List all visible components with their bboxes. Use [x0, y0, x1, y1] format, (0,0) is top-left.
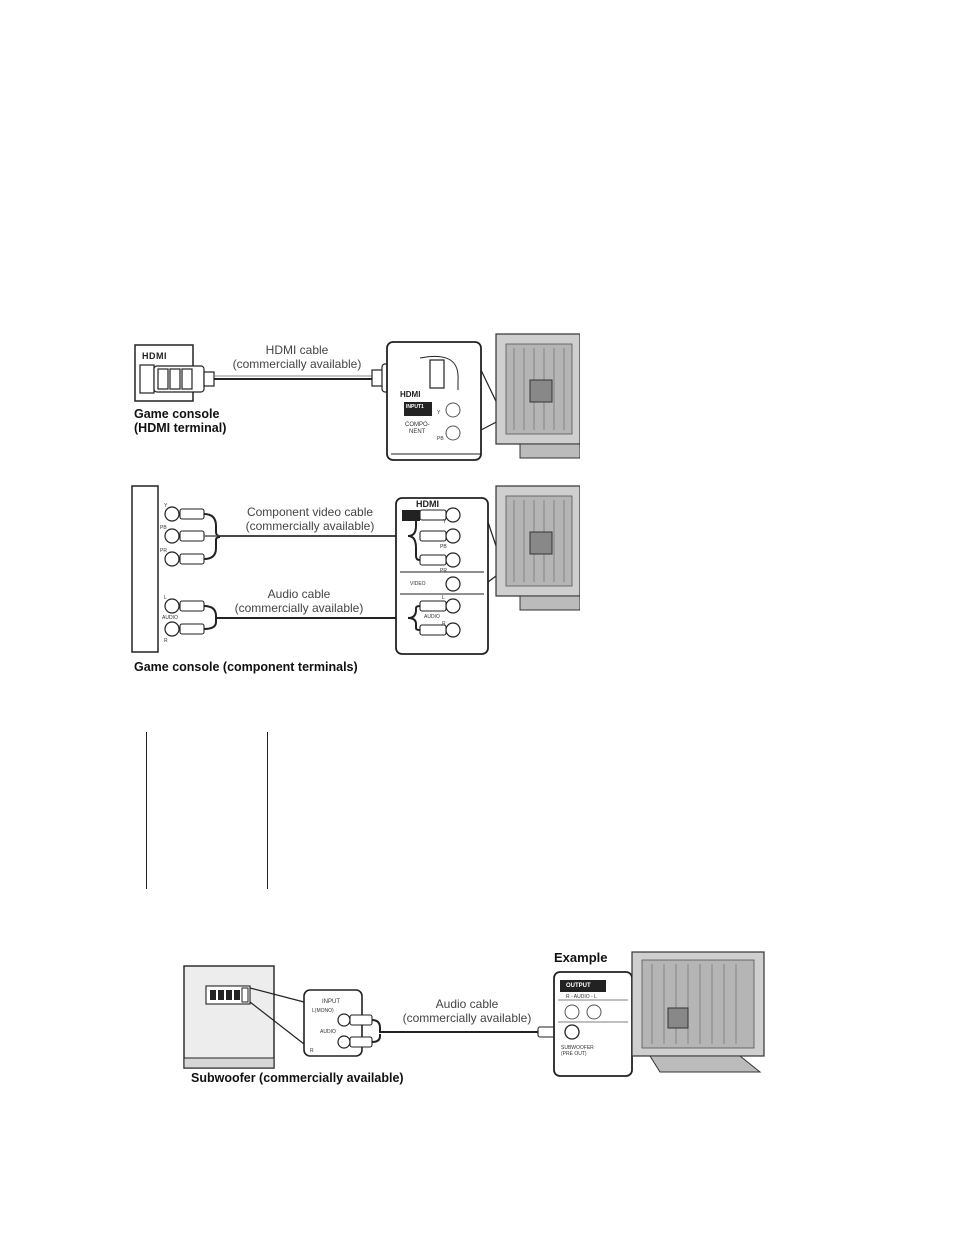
subwoofer-audio-cable-label: Audio cable (commercially available)	[392, 997, 542, 1025]
sub-lmono-label: L(MONO)	[312, 1008, 334, 1014]
console-jack-y: Y	[164, 503, 168, 509]
component-connection-diagram: Y PB PR L AUDIO R HDMI Y PB PR VIDEO L A…	[120, 482, 581, 662]
subwoofer-audio-cable-label-line1: Audio cable	[435, 997, 499, 1011]
tv-hdmi-logo: HDMI	[416, 499, 439, 509]
tv-subwoofer-label-2: (PRE OUT)	[561, 1051, 587, 1057]
subwoofer-audio-cable-label-line2: (commercially available)	[402, 1011, 532, 1025]
component-video-cable-label-line2: (commercially available)	[245, 519, 375, 533]
sub-r-label: R	[310, 1048, 314, 1054]
tv-component-label-2: NENT	[409, 429, 426, 435]
tv-jack-pr: PR	[440, 568, 447, 574]
tv-pb-label: PB	[437, 436, 444, 442]
tv-component-label-1: COMPO-	[405, 422, 430, 428]
tv-jack-l: L	[442, 595, 445, 601]
tv-output-label: OUTPUT	[566, 983, 591, 989]
game-console-hdmi-caption-line2: (HDMI terminal)	[134, 421, 227, 435]
tv-subwoofer-label-1: SUBWOOFER	[561, 1045, 594, 1051]
tv-jack-y: Y	[443, 519, 447, 525]
console-jack-audio: AUDIO	[162, 615, 178, 621]
console-jack-l: L	[164, 595, 167, 601]
console-jack-r: R	[164, 638, 168, 644]
table-left-rule	[146, 732, 147, 889]
game-console-hdmi-caption-line1: Game console	[134, 407, 220, 421]
component-video-cable-label-line1: Component video cable	[246, 505, 374, 519]
hdmi-cable-label: HDMI cable (commercially available)	[222, 343, 372, 371]
subwoofer-caption: Subwoofer (commercially available)	[191, 1071, 404, 1085]
console-jack-pr: PR	[160, 548, 167, 554]
tv-input1-label: INPUT1	[406, 404, 424, 410]
tv-audio-rl-label: R - AUDIO - L	[566, 994, 597, 1000]
tv-audio-label: AUDIO	[424, 614, 440, 620]
tv-jack-r: R	[442, 621, 446, 627]
table-right-rule	[267, 732, 268, 889]
hdmi-logo-console: HDMI	[142, 351, 167, 361]
sub-input-label: INPUT	[322, 999, 340, 1005]
subwoofer-connection-diagram: INPUT L(MONO) AUDIO R OUTPUT R - AUDIO -…	[180, 948, 770, 1086]
hdmi-logo-tv: HDMI	[400, 390, 421, 399]
tv-jack-pb: PB	[440, 544, 447, 550]
component-audio-cable-label-line1: Audio cable	[267, 587, 331, 601]
game-console-hdmi-caption: Game console (HDMI terminal)	[134, 407, 226, 435]
game-console-component-caption: Game console (component terminals)	[134, 660, 358, 674]
hdmi-diagram-graphic	[134, 333, 581, 461]
tv-video-label: VIDEO	[410, 581, 426, 587]
component-audio-cable-label: Audio cable (commercially available)	[224, 587, 374, 615]
example-label: Example	[554, 950, 608, 965]
hdmi-connection-diagram: HDMI HDMI INPUT1 Y COMPO- NENT PB	[120, 330, 581, 470]
subwoofer-diagram-graphic	[183, 951, 765, 1077]
hdmi-cable-label-line2: (commercially available)	[232, 357, 362, 371]
console-jack-pb: PB	[160, 525, 167, 531]
hdmi-cable-label-line1: HDMI cable	[265, 343, 329, 357]
sub-audio-label: AUDIO	[320, 1029, 336, 1035]
tv-y-label: Y	[437, 410, 441, 416]
component-audio-cable-label-line2: (commercially available)	[234, 601, 364, 615]
component-diagram-graphic	[131, 485, 581, 655]
component-video-cable-label: Component video cable (commercially avai…	[224, 505, 396, 533]
